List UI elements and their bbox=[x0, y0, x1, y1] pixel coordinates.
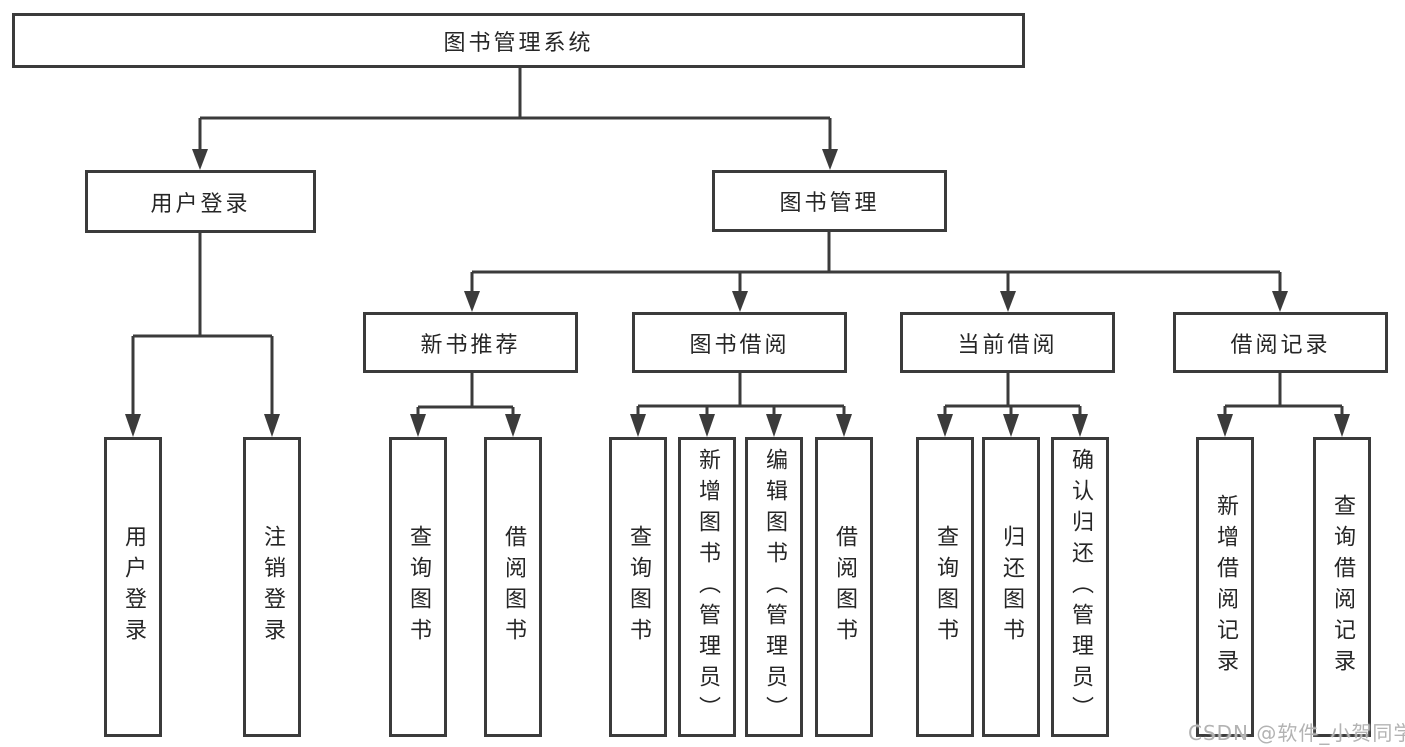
node-current-borrow: 当前借阅 bbox=[900, 312, 1115, 373]
csdn-watermark: CSDN @软件_小贺同学 bbox=[1188, 721, 1405, 745]
node-user-login: 用户登录 bbox=[85, 170, 316, 233]
node-library-system-label: 图书管理系统 bbox=[443, 30, 594, 56]
node-new-book-recommend: 新书推荐 bbox=[363, 312, 578, 373]
leaf-user-login-label: 用户登录 bbox=[121, 525, 146, 649]
leaf-record-add-record-label: 新增借阅记录 bbox=[1213, 494, 1238, 680]
leaf-newbook-borrow-book: 借阅图书 bbox=[484, 437, 542, 737]
node-library-system: 图书管理系统 bbox=[12, 13, 1025, 68]
node-current-borrow-label: 当前借阅 bbox=[957, 332, 1058, 358]
leaf-newbook-borrow-book-label: 借阅图书 bbox=[501, 525, 526, 649]
node-book-management: 图书管理 bbox=[712, 170, 947, 232]
leaf-current-return-book: 归还图书 bbox=[982, 437, 1040, 737]
leaf-current-confirm-return-admin-label: 确认归还（管理员） bbox=[1068, 447, 1093, 727]
leaf-borrow-add-book-admin-label: 新增图书（管理员） bbox=[695, 447, 720, 727]
leaf-borrow-query-book: 查询图书 bbox=[609, 437, 667, 737]
node-book-borrow-label: 图书借阅 bbox=[689, 332, 790, 358]
arrowhead-icons bbox=[125, 149, 1350, 437]
leaf-record-add-record: 新增借阅记录 bbox=[1196, 437, 1254, 737]
leaf-current-confirm-return-admin: 确认归还（管理员） bbox=[1051, 437, 1109, 737]
leaf-newbook-query-book-label: 查询图书 bbox=[406, 525, 431, 649]
leaf-borrow-query-book-label: 查询图书 bbox=[626, 525, 651, 649]
leaf-borrow-add-book-admin: 新增图书（管理员） bbox=[678, 437, 736, 737]
tree-edges bbox=[131, 68, 1344, 416]
leaf-current-return-book-label: 归还图书 bbox=[999, 525, 1024, 649]
leaf-current-query-book-label: 查询图书 bbox=[933, 525, 958, 649]
node-new-book-recommend-label: 新书推荐 bbox=[420, 332, 521, 358]
leaf-borrow-borrow-book-label: 借阅图书 bbox=[832, 525, 857, 649]
leaf-newbook-query-book: 查询图书 bbox=[389, 437, 447, 737]
node-user-login-label: 用户登录 bbox=[150, 191, 251, 217]
node-borrow-record-label: 借阅记录 bbox=[1230, 332, 1331, 358]
node-borrow-record: 借阅记录 bbox=[1173, 312, 1388, 373]
leaf-logout: 注销登录 bbox=[243, 437, 301, 737]
leaf-record-query-record: 查询借阅记录 bbox=[1313, 437, 1371, 737]
leaf-user-login: 用户登录 bbox=[104, 437, 162, 737]
leaf-current-query-book: 查询图书 bbox=[916, 437, 974, 737]
leaf-borrow-edit-book-admin: 编辑图书（管理员） bbox=[745, 437, 803, 737]
node-book-borrow: 图书借阅 bbox=[632, 312, 847, 373]
leaf-record-query-record-label: 查询借阅记录 bbox=[1330, 494, 1355, 680]
leaf-borrow-edit-book-admin-label: 编辑图书（管理员） bbox=[762, 447, 787, 727]
leaf-borrow-borrow-book: 借阅图书 bbox=[815, 437, 873, 737]
node-book-management-label: 图书管理 bbox=[779, 191, 880, 216]
leaf-logout-label: 注销登录 bbox=[260, 525, 285, 649]
